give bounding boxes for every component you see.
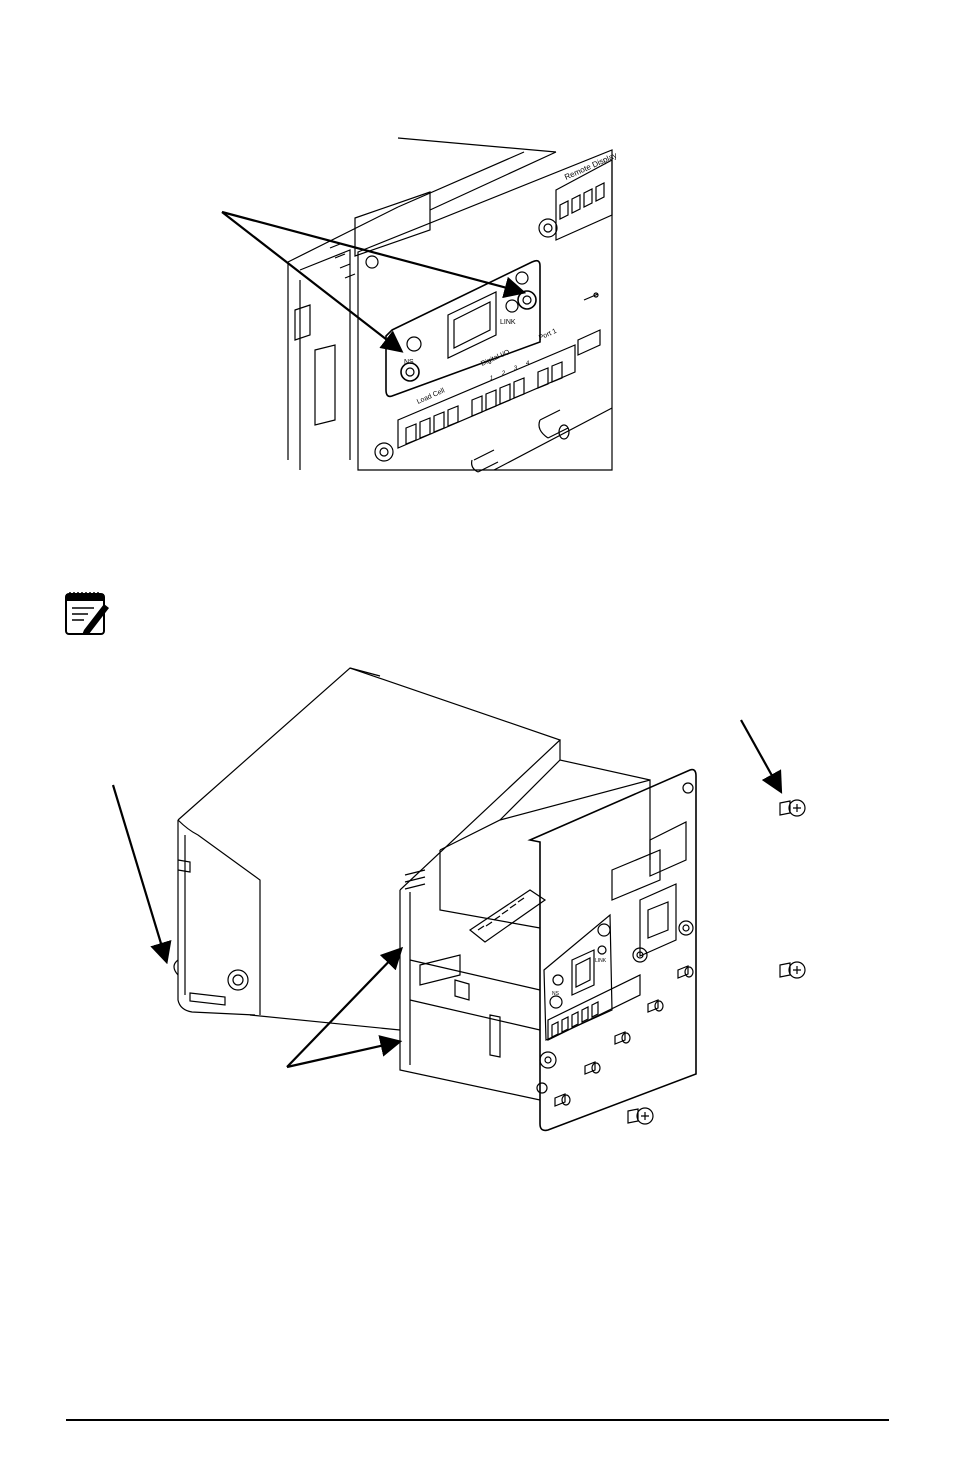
note-pad-pencil-icon bbox=[64, 590, 110, 636]
panel-screw-top-right bbox=[539, 219, 557, 237]
enclosure-body bbox=[288, 138, 556, 470]
panel-screw-c bbox=[540, 1052, 556, 1068]
ethernet-option-card: NS LINK bbox=[386, 261, 540, 397]
port1-label: Port 1 bbox=[538, 328, 558, 342]
arrow-to-cover-tab bbox=[113, 785, 166, 960]
arrow-to-slot-lower bbox=[287, 1042, 398, 1067]
link-led bbox=[506, 300, 518, 312]
enclosure-cover bbox=[174, 668, 560, 1030]
callout-arrows-2 bbox=[113, 720, 780, 1067]
figure-front-panel-closeup: Remote Display NS LINK Load Cell Digital… bbox=[0, 0, 954, 520]
load-cell-label: Load Cell bbox=[416, 387, 446, 406]
ns-led bbox=[407, 337, 421, 351]
arrow-to-left-screw bbox=[222, 212, 400, 350]
arrow-to-right-screw bbox=[222, 212, 522, 292]
ns-led-2 bbox=[553, 975, 563, 985]
front-panel: NS LINK bbox=[530, 770, 696, 1131]
footer-rule bbox=[66, 1419, 889, 1421]
link-label-2: LINK bbox=[595, 958, 607, 964]
link-label: LINK bbox=[500, 319, 516, 326]
screw-middle bbox=[780, 962, 805, 978]
usb-port bbox=[578, 293, 600, 355]
card-screw-right bbox=[518, 291, 536, 309]
arrow-to-screw bbox=[741, 720, 780, 790]
panel-screw-b bbox=[679, 921, 693, 935]
loose-screws bbox=[628, 800, 805, 1124]
internal-chassis bbox=[400, 760, 650, 1100]
link-led-2 bbox=[598, 946, 606, 954]
callout-arrows bbox=[222, 212, 522, 350]
figure-exploded-enclosure: NS LINK bbox=[0, 640, 954, 1160]
screw-bottom bbox=[628, 1108, 653, 1124]
terminal-block-row: Load Cell Digital I/O Port 1 1 2 3 4 bbox=[398, 328, 575, 448]
cover-ground-screw bbox=[228, 970, 248, 990]
screw-top bbox=[780, 800, 805, 816]
arrow-to-slot-upper bbox=[287, 950, 400, 1067]
standoffs bbox=[472, 408, 612, 472]
remote-display-connector: Remote Display bbox=[556, 151, 618, 240]
digital-io-label: Digital I/O bbox=[480, 349, 511, 368]
panel-screw-bottom-left bbox=[375, 443, 393, 461]
